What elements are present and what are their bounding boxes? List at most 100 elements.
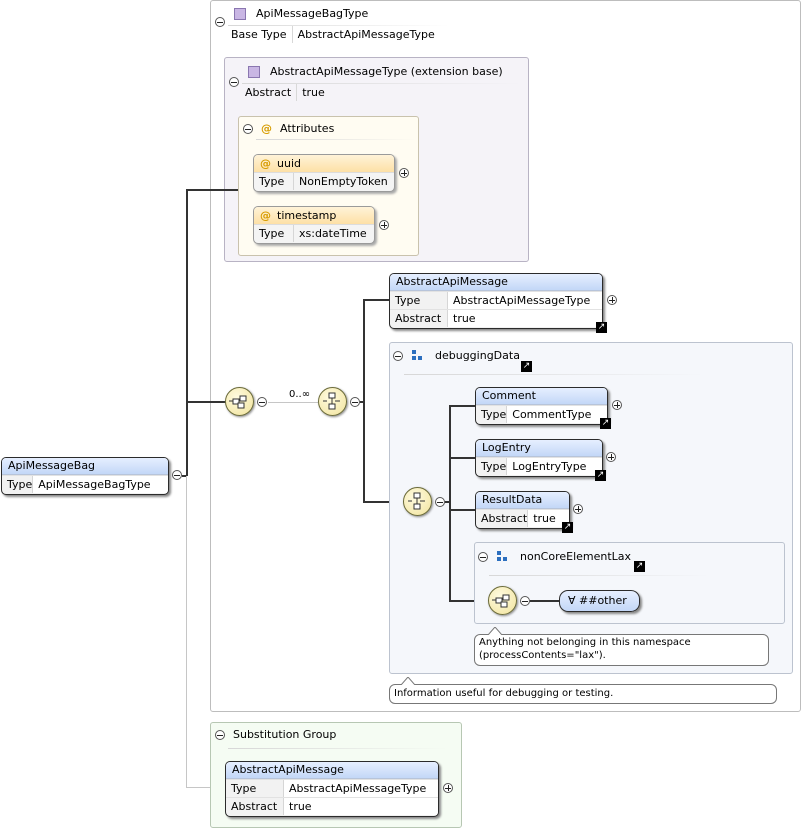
link-arrow-icon[interactable]: ↗ [600,418,611,429]
collapse-complex-type-button[interactable] [215,17,225,27]
any-other-wildcard[interactable]: ∀ ##other [559,590,640,612]
base-type-label: Base Type [226,26,293,43]
collapse-attributes-button[interactable] [243,124,253,134]
connector [449,405,475,407]
expand-timestamp-button[interactable] [379,220,389,230]
link-arrow-icon[interactable]: ↗ [562,522,573,533]
choice-trunk [363,299,365,503]
element-comment[interactable]: Comment TypeCommentType [475,387,608,425]
root-type-label: Type [2,476,33,493]
element-resultdata[interactable]: ResultData Abstracttrue [475,491,570,529]
abstract-label: Abstract [476,510,528,527]
connector [449,509,475,511]
annotation-pointer [488,627,502,635]
attributes-icon: @ [261,122,272,136]
collapse-noncore-sequence-button[interactable] [520,596,530,606]
abstract-label: Abstract [390,310,448,327]
connector [363,299,390,301]
type-label: Type [476,406,507,423]
abstract-value: true [448,310,602,327]
element-name: AbstractApiMessage [390,274,602,291]
element-name: ResultData [476,492,569,509]
substitution-element-abstractapimessage[interactable]: AbstractApiMessage TypeAbstractApiMessag… [225,761,439,817]
element-name: Comment [476,388,607,405]
sequence-icon [226,388,253,415]
element-logentry[interactable]: LogEntry TypeLogEntryType [475,439,603,477]
debuggingdata-separator [404,374,704,375]
debuggingdata-title: debuggingData [435,349,520,363]
noncore-separator [489,575,709,576]
group-icon [412,350,424,362]
noncore-sequence-compositor[interactable] [488,586,517,615]
element-name: LogEntry [476,440,602,457]
attribute-uuid[interactable]: @ uuid TypeNonEmptyToken [253,154,395,192]
attribute-name: uuid [277,157,301,170]
choice-icon [319,388,346,415]
link-arrow-icon[interactable]: ↗ [521,361,532,372]
expand-logentry-button[interactable] [606,452,616,462]
abstract-row: Abstracttrue [240,84,330,101]
substitution-connector [186,476,187,788]
connector [530,600,560,602]
abstract-label: Abstract [240,84,297,101]
root-type-value: ApiMessageBagType [33,476,168,493]
type-value: AbstractApiMessageType [448,292,602,309]
collapse-root-button[interactable] [172,470,182,480]
annotation-line: (processContents="lax"). [479,649,764,662]
base-type-value: AbstractApiMessageType [293,26,440,43]
substitution-separator [228,748,448,749]
attribute-type-label: Type [254,225,294,242]
substitution-title: Substitution Group [233,728,336,742]
expand-uuid-button[interactable] [399,168,409,178]
cardinality-label: 0..∞ [289,388,310,402]
attribute-type-value: xs:dateTime [294,225,367,242]
collapse-sequence-button[interactable] [257,397,267,407]
attribute-timestamp[interactable]: @timestamp Typexs:dateTime [253,206,375,244]
abstract-value: true [297,84,330,101]
attribute-type-value: NonEmptyToken [294,173,388,190]
root-element-apimessagebag[interactable]: ApiMessageBag TypeApiMessageBagType [1,457,169,495]
type-value: LogEntryType [507,458,602,475]
attribute-icon: @ [260,209,271,222]
group-icon [497,551,509,563]
collapse-noncore-button[interactable] [478,552,488,562]
element-abstractapimessage[interactable]: AbstractApiMessage TypeAbstractApiMessag… [389,273,603,329]
type-label: Type [390,292,448,309]
annotation-line: Anything not belonging in this namespace [479,636,764,649]
expand-resultdata-button[interactable] [573,504,583,514]
attribute-type-label: Type [254,173,294,190]
collapse-substitution-button[interactable] [215,730,225,740]
base-type-row: Base TypeAbstractApiMessageType [226,26,440,43]
type-label: Type [476,458,507,475]
sequence-compositor[interactable] [225,387,254,416]
attributes-title: Attributes [280,122,334,136]
sequence-icon [404,488,431,515]
sequence-connector [268,402,318,403]
link-arrow-icon[interactable]: ↗ [595,470,606,481]
type-value: CommentType [507,406,607,423]
choice-compositor[interactable] [318,387,347,416]
abstract-label: Abstract [226,798,284,815]
debugging-trunk [449,405,451,601]
attribute-icon: @ [260,157,271,170]
debuggingdata-annotation: Information useful for debugging or test… [389,684,777,704]
expand-abstractapimessage-button[interactable] [607,295,617,305]
link-arrow-icon[interactable]: ↗ [634,561,645,572]
collapse-debuggingdata-button[interactable] [393,351,403,361]
collapse-choice-button[interactable] [350,397,360,407]
expand-substitution-element-button[interactable] [443,783,453,793]
element-name: AbstractApiMessage [226,762,438,779]
link-arrow-icon[interactable]: ↗ [596,322,607,333]
collapse-debugging-sequence-button[interactable] [435,497,445,507]
collapse-extension-button[interactable] [229,77,239,87]
debugging-sequence-compositor[interactable] [403,487,432,516]
type-label: Type [226,780,284,797]
noncore-title: nonCoreElementLax [520,550,631,564]
expand-comment-button[interactable] [612,400,622,410]
annotation-pointer [401,677,415,685]
attributes-separator [256,139,416,140]
connector [186,189,238,191]
connector-trunk [186,189,188,476]
connector [186,401,226,403]
extension-title: AbstractApiMessageType (extension base) [270,65,503,79]
